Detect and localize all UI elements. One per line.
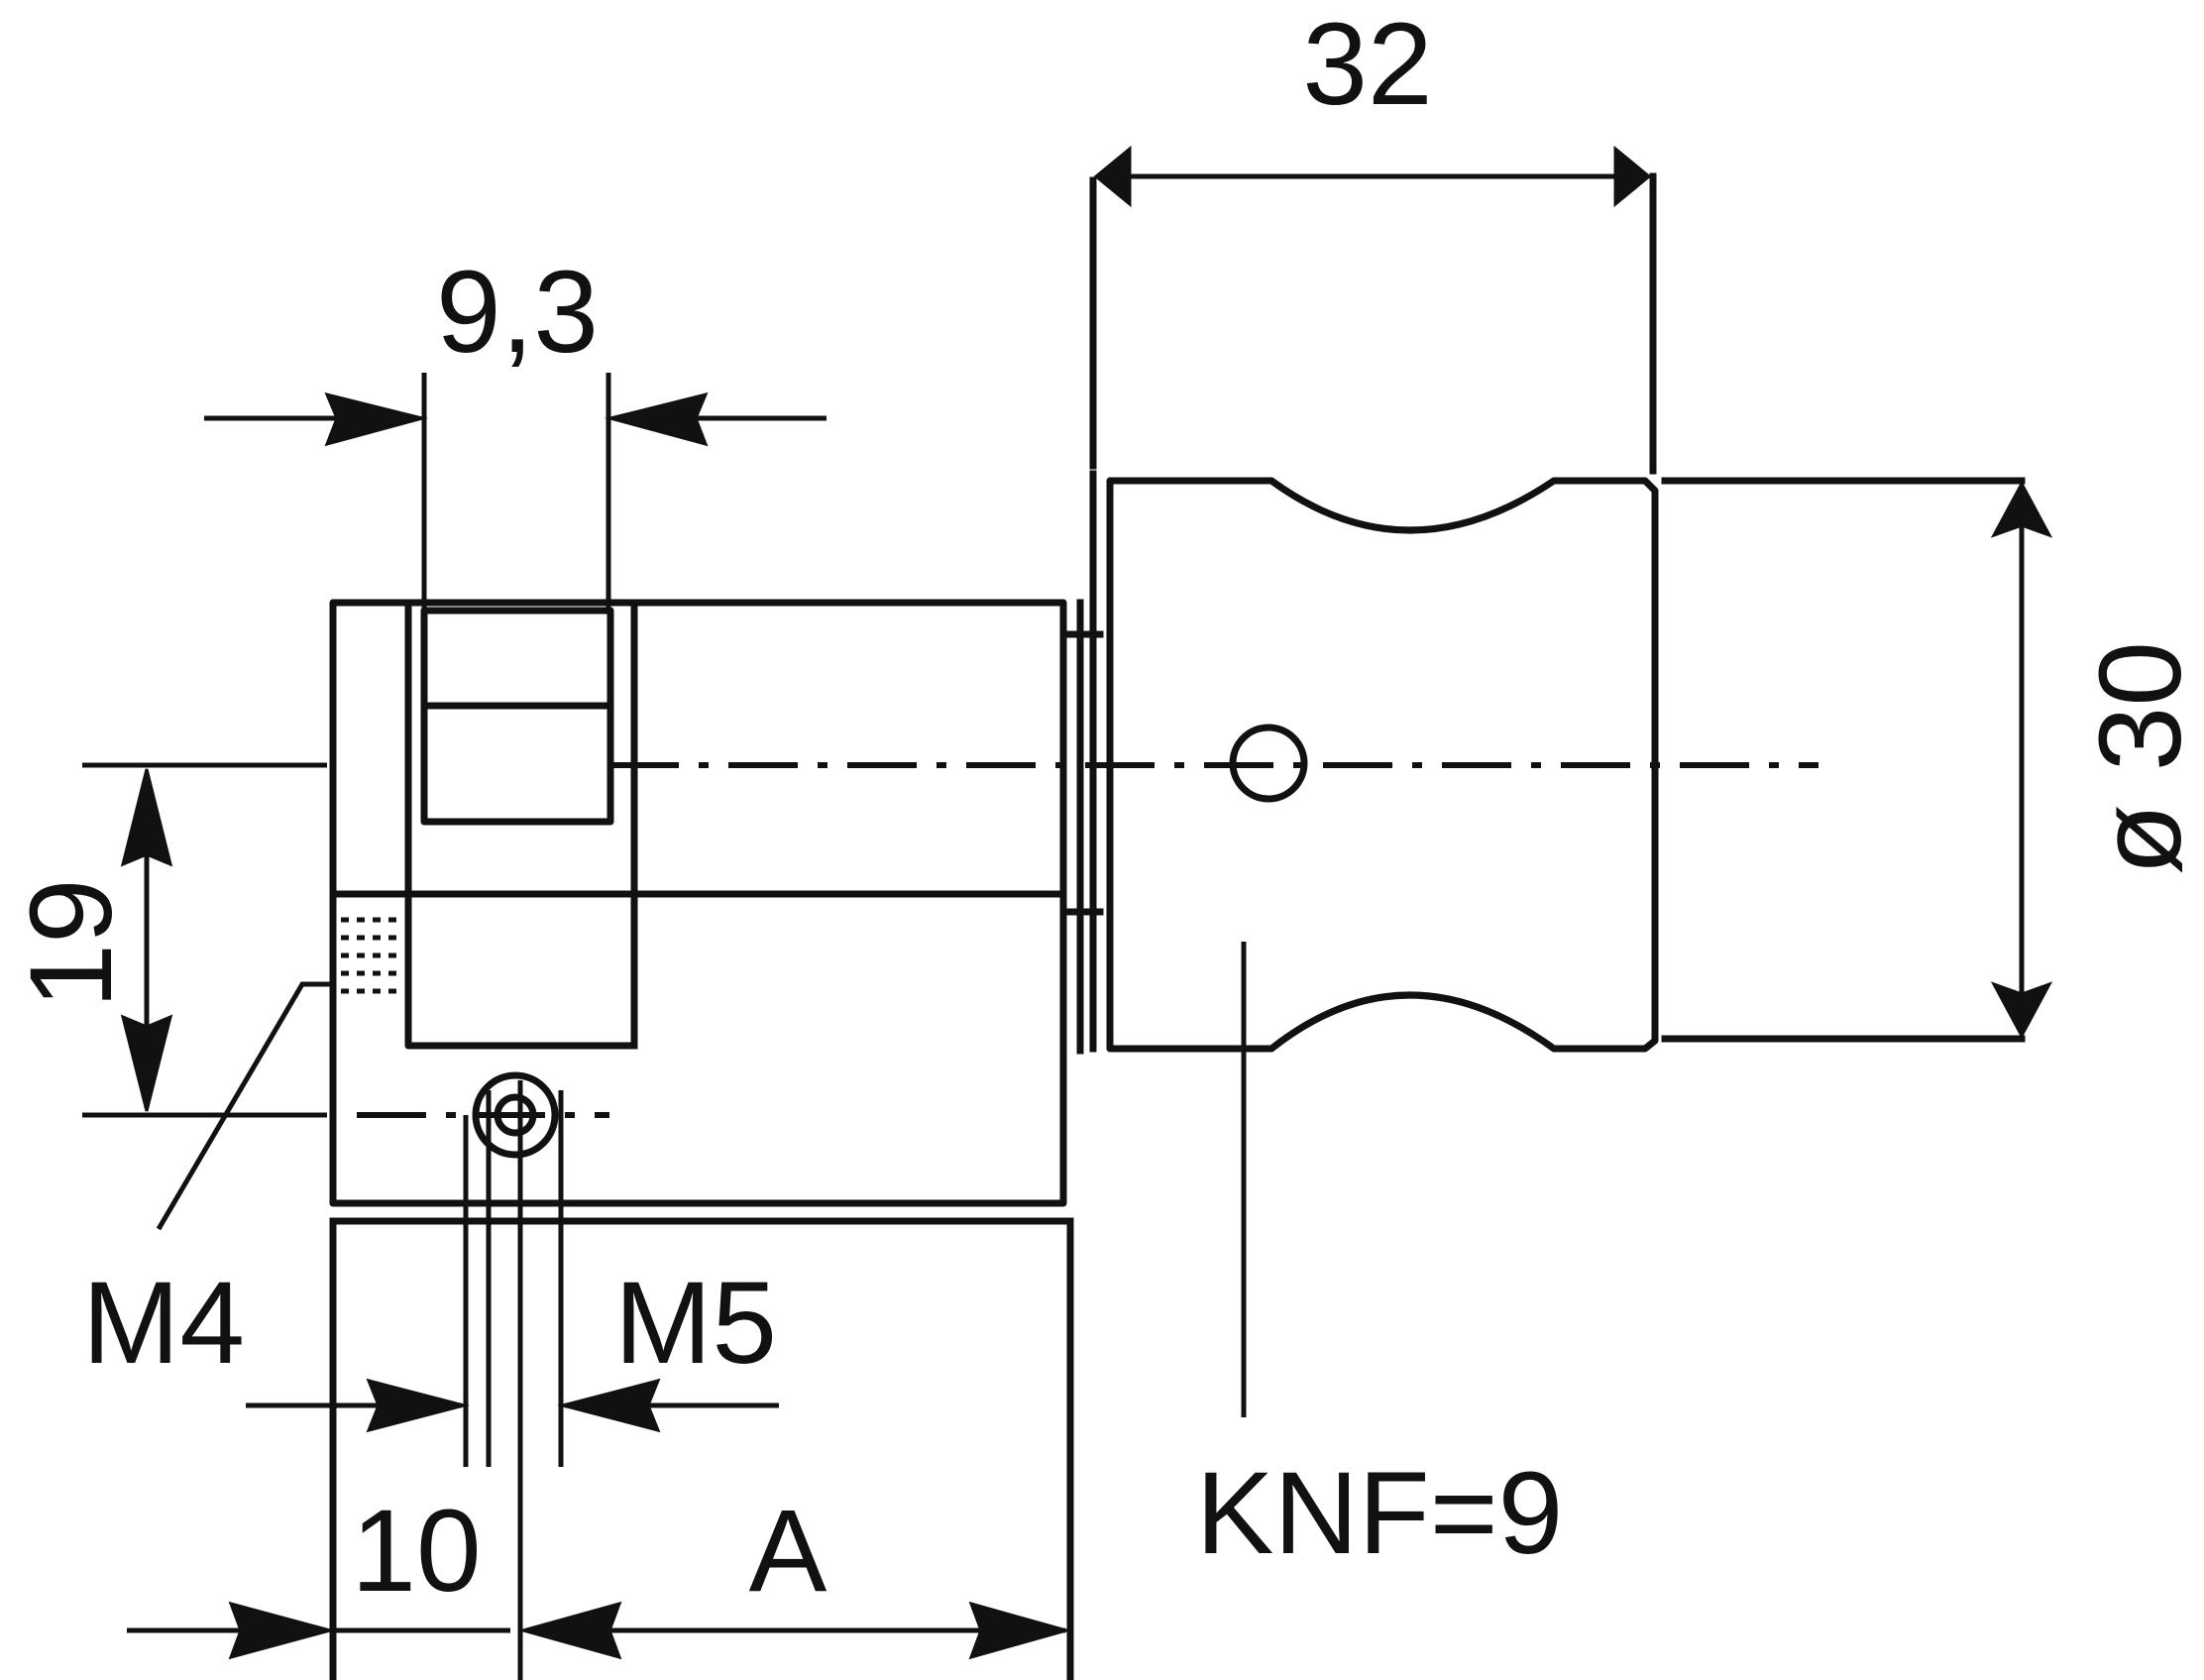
m4-thread-marks <box>341 917 400 994</box>
dimension-9-3: 9,3 <box>204 247 826 611</box>
leader-m4: M4 <box>82 981 333 1389</box>
knf-label: KNF=9 <box>1196 1448 1564 1579</box>
dimension-10-a: 10 A <box>127 1486 1072 1660</box>
knob <box>1089 172 2026 1417</box>
dimension-19: 19 <box>6 768 173 1112</box>
center-lines <box>82 762 1818 1118</box>
dimension-label-19: 19 <box>6 878 137 1008</box>
leader-m5: M5 <box>246 1258 779 1433</box>
dimension-dia-30: ø 30 <box>1990 480 2204 1040</box>
thread-label-m5: M5 <box>614 1258 777 1389</box>
cam-slot <box>404 599 638 1050</box>
dimension-label-10: 10 <box>351 1486 481 1617</box>
dimension-label-dia-30: ø 30 <box>2075 641 2204 875</box>
cylinder-body <box>329 599 1074 1680</box>
pin-hole <box>463 1071 564 1680</box>
thread-label-m4: M4 <box>82 1258 245 1389</box>
dimension-label-a: A <box>749 1486 827 1617</box>
dimension-32: 32 <box>1093 0 1652 208</box>
dimension-label-32: 32 <box>1302 0 1432 130</box>
dimension-label-9-3: 9,3 <box>436 247 599 378</box>
